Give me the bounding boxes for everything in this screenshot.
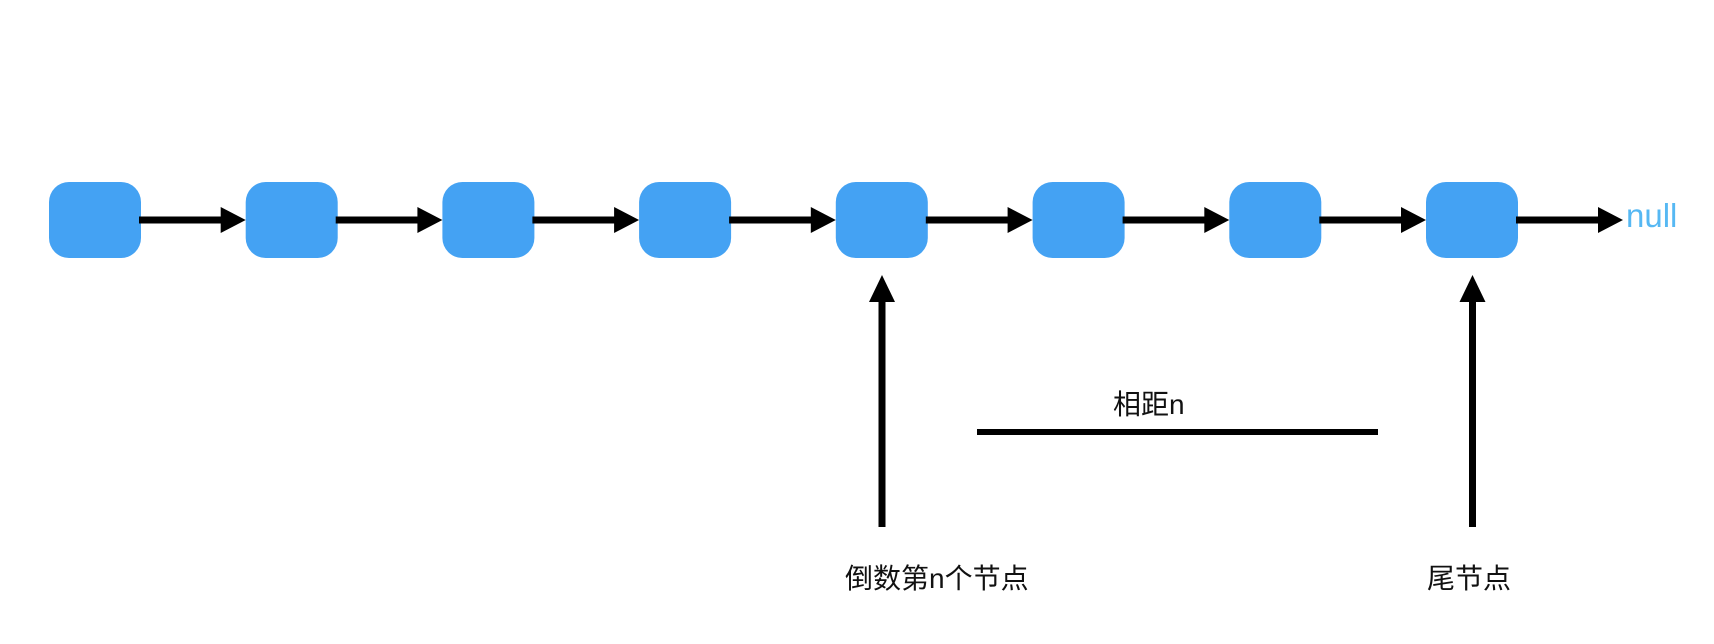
list-node bbox=[639, 182, 732, 258]
pointers-layer bbox=[139, 207, 1623, 233]
tail-node-pointer-arrow bbox=[1459, 275, 1486, 527]
next-pointer-arrowhead-icon bbox=[417, 207, 443, 233]
tail-node-arrowhead-icon bbox=[1459, 275, 1486, 302]
nodes-layer bbox=[49, 182, 1518, 258]
list-node bbox=[245, 182, 338, 258]
next-pointer-arrowhead-icon bbox=[614, 207, 640, 233]
null-pointer-arrowhead-icon bbox=[1598, 207, 1623, 233]
list-node bbox=[1426, 182, 1518, 258]
nth-from-end-label: 倒数第n个节点 bbox=[845, 563, 1029, 594]
next-pointer-arrowhead-icon bbox=[220, 207, 246, 233]
list-node bbox=[442, 182, 535, 258]
null-label: null bbox=[1626, 197, 1677, 234]
tail-node-label: 尾节点 bbox=[1427, 563, 1511, 594]
list-node bbox=[1229, 182, 1322, 258]
list-node bbox=[835, 182, 928, 258]
next-pointer-arrowhead-icon bbox=[1204, 207, 1230, 233]
next-pointer-arrowhead-icon bbox=[1401, 207, 1426, 233]
list-node bbox=[49, 182, 141, 258]
distance-label: 相距n bbox=[1113, 389, 1185, 420]
next-pointer-arrowhead-icon bbox=[1007, 207, 1033, 233]
next-pointer-arrowhead-icon bbox=[810, 207, 836, 233]
nth-node-arrowhead-icon bbox=[869, 275, 895, 302]
nth-node-pointer-arrow bbox=[869, 275, 895, 527]
list-node bbox=[1032, 182, 1125, 258]
